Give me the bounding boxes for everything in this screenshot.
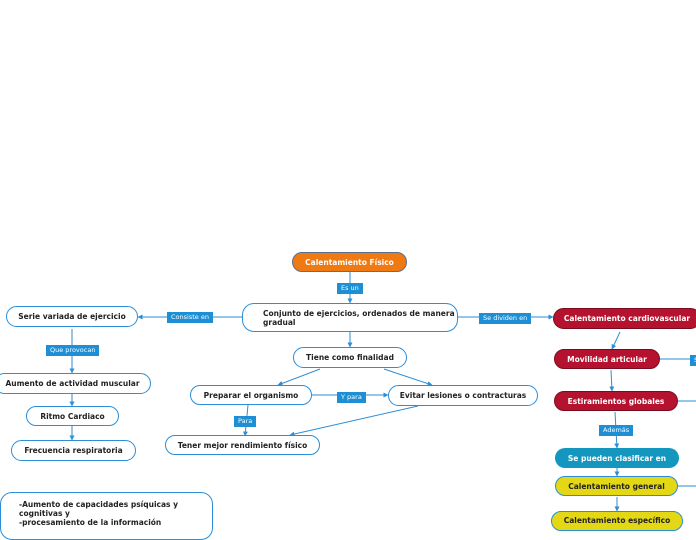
label-y-para: Y para [337,392,366,403]
node-frecuencia-respiratoria[interactable]: Frecuencia respiratoria [11,440,136,461]
label-que-provocan: Que provocan [46,345,100,356]
node-aumento-actividad[interactable]: Aumento de actividad muscular [0,373,151,394]
node-evitar-lesiones[interactable]: Evitar lesiones o contracturas [388,385,538,406]
node-calentamiento-fisico[interactable]: Calentamiento Físico [292,252,407,272]
label-para: Para [234,416,257,427]
node-preparar-organismo[interactable]: Preparar el organismo [190,385,312,405]
node-mejor-rendimiento[interactable]: Tener mejor rendimiento físico [165,435,320,455]
node-tiene-como-finalidad[interactable]: Tiene como finalidad [293,347,407,368]
node-movilidad-articular[interactable]: Movilidad articular [554,349,660,369]
node-calentamiento-especifico[interactable]: Calentamiento específico [551,511,683,531]
connector-lines [69,272,696,512]
node-ritmo-cardiaco[interactable]: Ritmo Cardiaco [26,406,119,426]
label-consiste-en: Consiste en [167,312,213,323]
node-se-pueden-clasificar[interactable]: Se pueden clasificar en [555,448,679,468]
node-estiramientos-globales[interactable]: Estiramientos globales [554,391,678,411]
label-s-partial: S [690,355,696,366]
node-capacidades-psiquicas[interactable]: -Aumento de capacidades psíquicas y cogn… [0,492,213,540]
node-calentamiento-general[interactable]: Calentamiento general [555,476,678,496]
label-se-dividen-en: Se dividen en [479,313,532,324]
node-conjunto-ejercicios[interactable]: Conjunto de ejercicios, ordenados de man… [242,303,458,332]
label-es-un: Es un [337,283,363,294]
node-serie-variada[interactable]: Serie variada de ejercicio [6,306,138,327]
label-ademas: Además [599,425,634,436]
node-calentamiento-cardiovascular[interactable]: Calentamiento cardiovascular [553,308,696,329]
